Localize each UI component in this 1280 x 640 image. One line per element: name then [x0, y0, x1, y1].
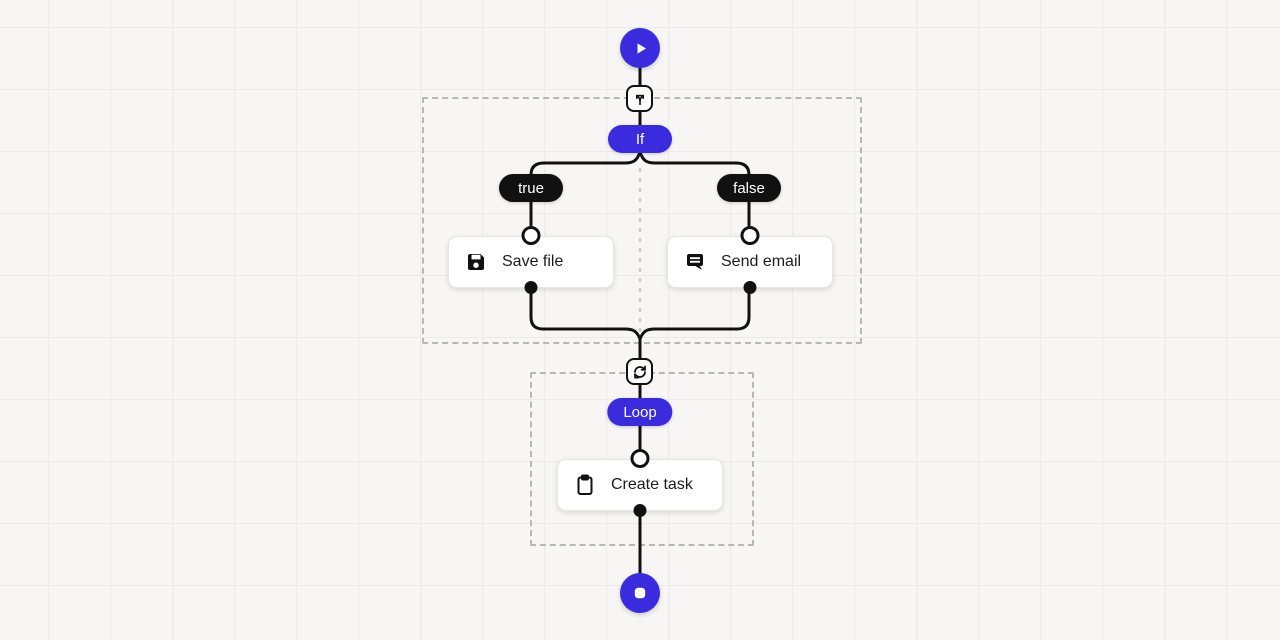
create-task-output-port[interactable] [633, 504, 647, 517]
if-node-pill[interactable]: If [608, 125, 672, 153]
start-node[interactable] [620, 28, 660, 68]
loop-refresh-glyph [633, 364, 646, 379]
split-branch-icon[interactable] [626, 85, 653, 112]
branch-true-pill[interactable]: true [499, 174, 563, 202]
save-icon [468, 254, 484, 270]
send-email-node[interactable]: Send email [667, 226, 833, 294]
edge-if-to-false [638, 150, 751, 177]
stop-icon [634, 587, 646, 599]
save-file-label: Save file [502, 253, 564, 270]
save-file-output-port[interactable] [524, 281, 538, 294]
loop-node-pill[interactable]: Loop [607, 398, 673, 426]
edge-send-to-merge [638, 286, 751, 341]
if-node-label: If [635, 130, 645, 148]
save-file-node[interactable]: Save file [448, 226, 614, 294]
create-task-label: Create task [611, 476, 693, 493]
send-email-output-port[interactable] [743, 281, 757, 294]
create-task-input-port[interactable] [630, 449, 650, 468]
message-icon [687, 254, 703, 270]
loop-node-label: Loop [623, 403, 657, 421]
edge-if-to-true [529, 150, 642, 177]
edge-save-to-merge [529, 286, 642, 341]
loop-refresh-icon[interactable] [626, 358, 653, 385]
end-node[interactable] [620, 573, 660, 613]
branch-false-pill[interactable]: false [717, 174, 781, 202]
branch-false-label: false [733, 179, 765, 197]
send-email-input-port[interactable] [740, 226, 760, 245]
send-email-label: Send email [721, 253, 802, 270]
branch-true-label: true [518, 179, 544, 197]
split-branch-glyph [635, 94, 644, 105]
play-icon [636, 42, 646, 54]
clipboard-icon [577, 474, 593, 495]
create-task-node[interactable]: Create task [557, 449, 723, 517]
save-file-input-port[interactable] [521, 226, 541, 245]
